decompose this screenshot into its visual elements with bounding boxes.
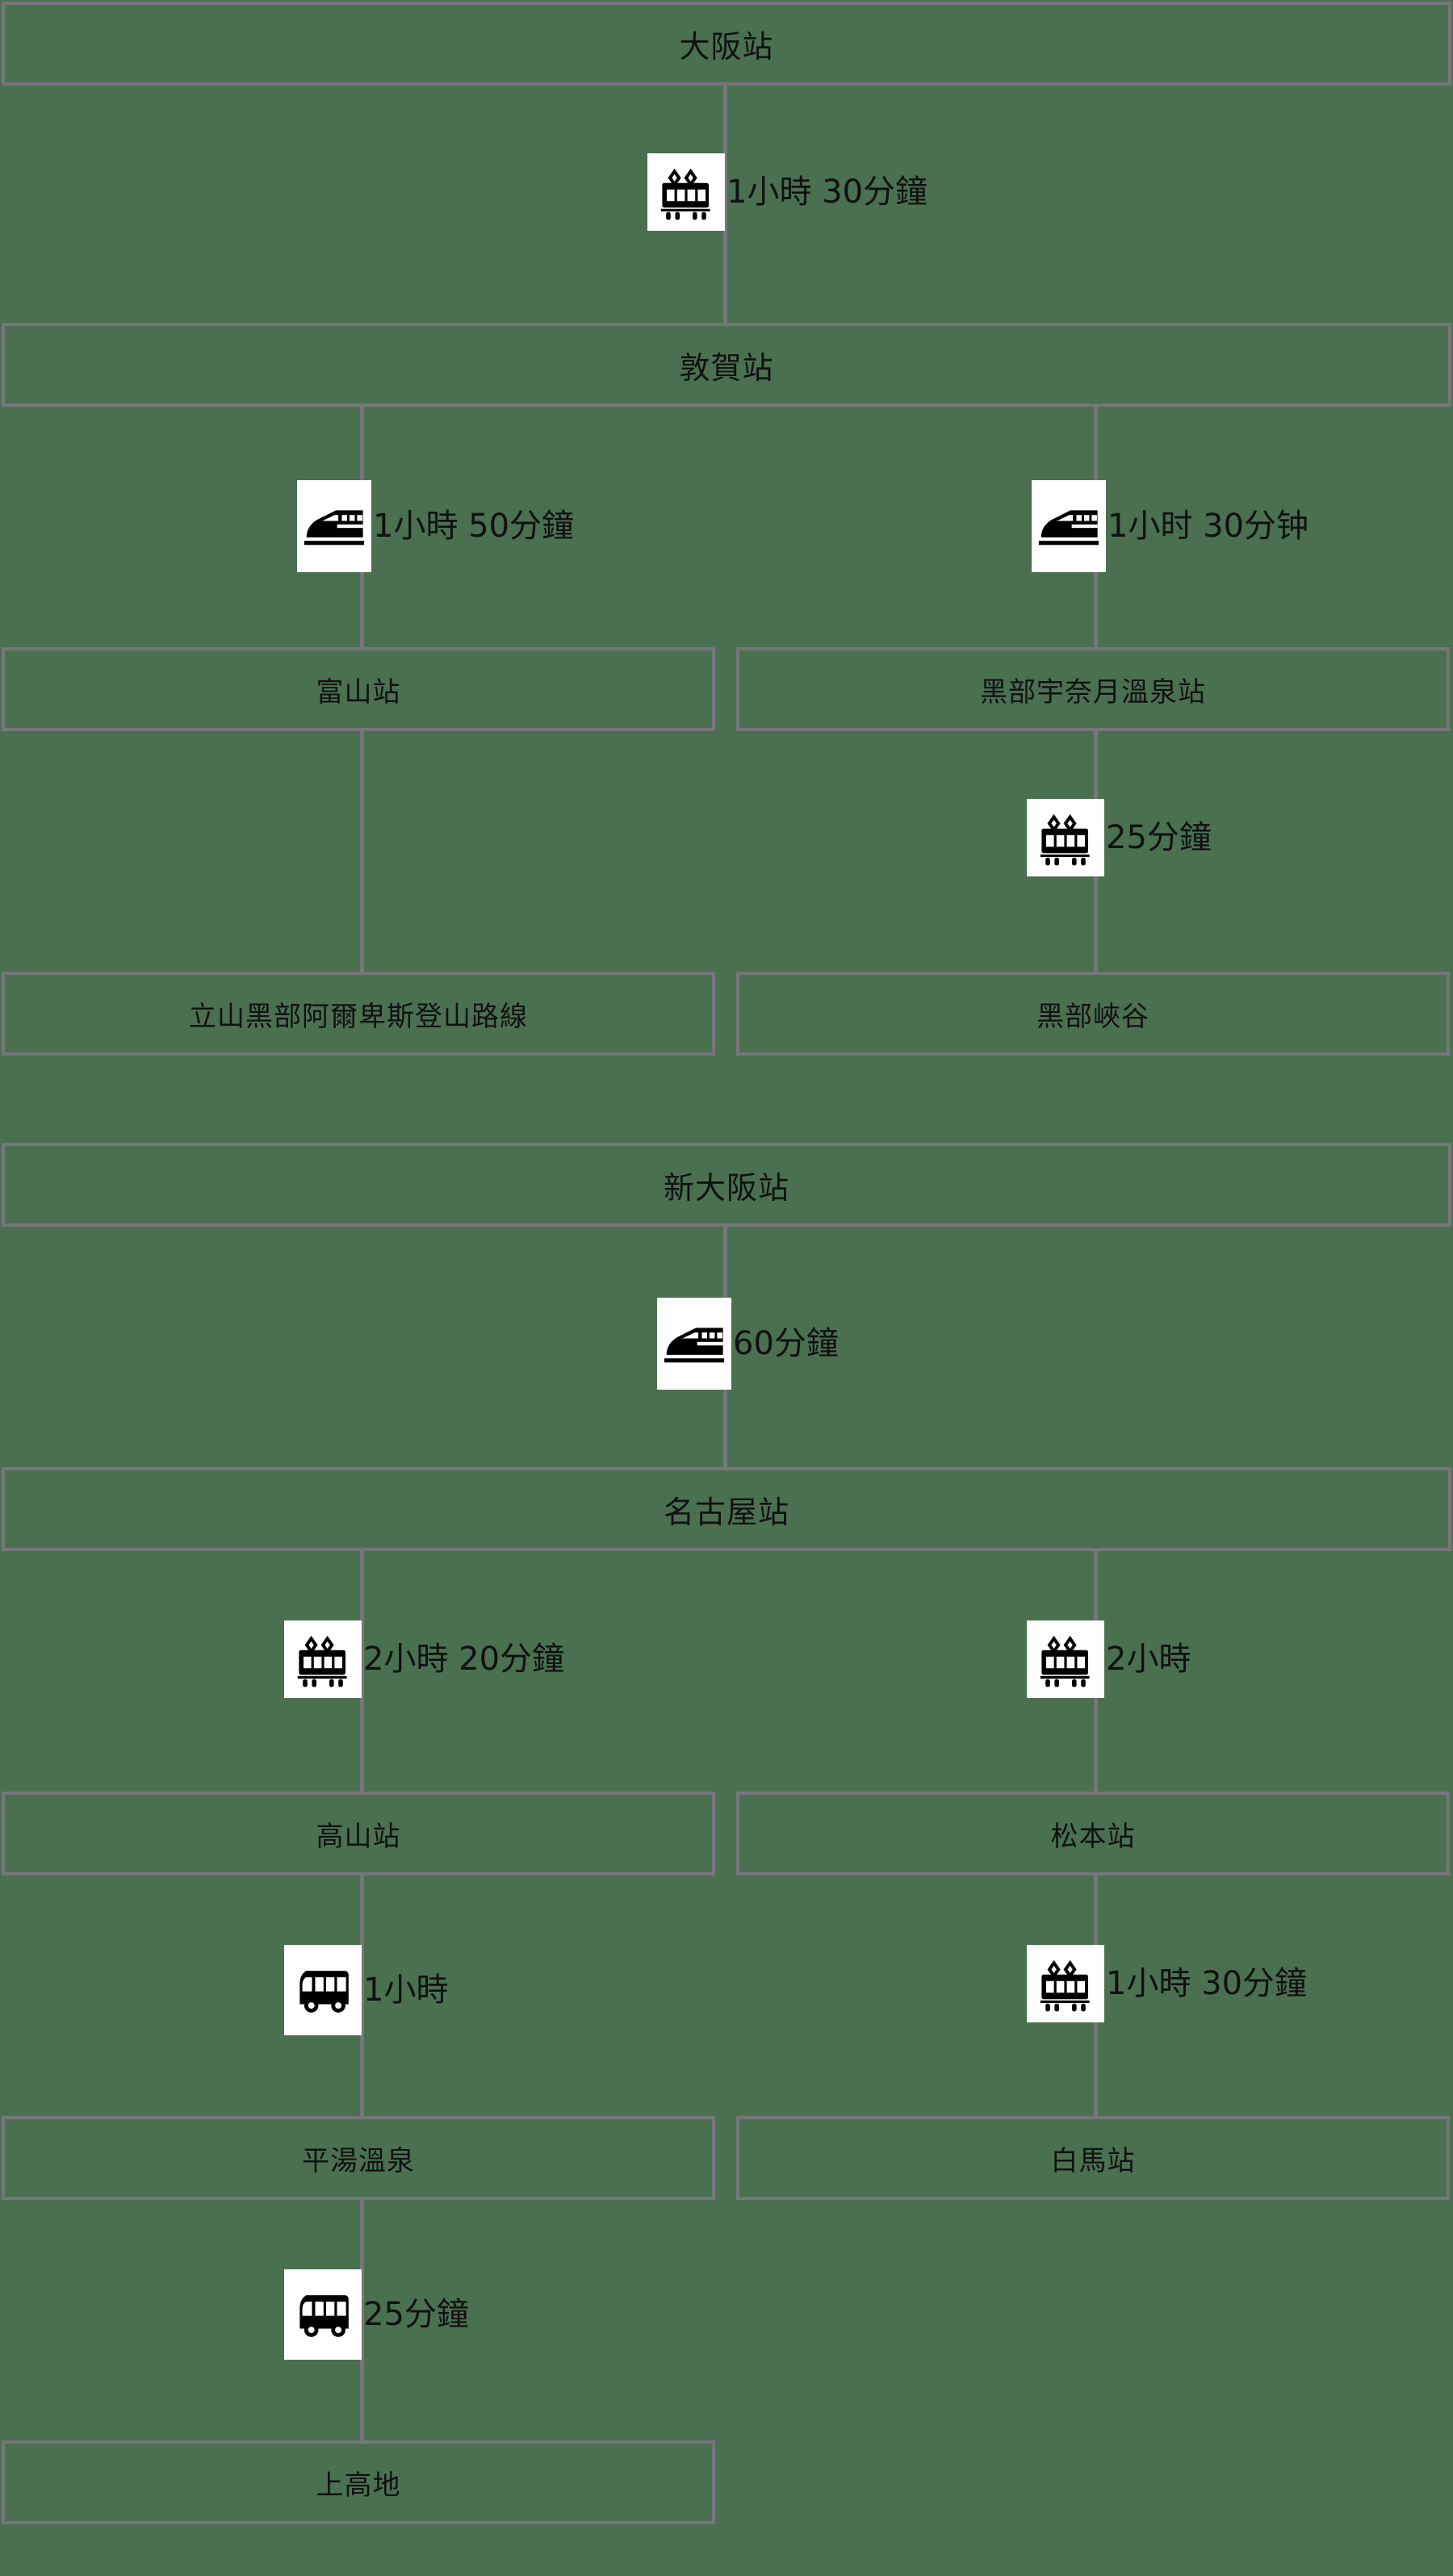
shinkansen-icon — [1032, 480, 1106, 572]
station-label: 立山黑部阿爾卑斯登山路線 — [189, 1000, 528, 1033]
station-label: 黑部峽谷 — [1036, 1000, 1149, 1033]
station-label: 白馬站 — [1050, 2144, 1136, 2177]
station-box-kurobe-gorge[interactable]: 黑部峽谷 — [736, 972, 1450, 1056]
station-box-takayama[interactable]: 高山站 — [2, 1792, 715, 1876]
leg-duration: 2小時 20分鐘 — [363, 1641, 565, 1678]
train-icon — [1027, 1620, 1104, 1698]
leg-duration: 1小時 — [363, 1972, 449, 2009]
leg-kurobe-unazuki-gorge[interactable]: 25分鐘 — [1027, 799, 1212, 876]
leg-takayama-hirayu[interactable]: 1小時 — [284, 1945, 448, 2035]
connector-nagoya-takayama — [360, 1551, 364, 1792]
bus-icon — [284, 2269, 362, 2360]
station-label: 平湯溫泉 — [302, 2144, 415, 2177]
station-box-shin-osaka[interactable]: 新大阪站 — [2, 1143, 1451, 1227]
station-box-kurobe-unazuki[interactable]: 黑部宇奈月溫泉站 — [736, 647, 1450, 731]
station-label: 松本站 — [1050, 1820, 1136, 1853]
station-label: 高山站 — [316, 1820, 401, 1853]
connector-toyama-tateyama — [360, 731, 364, 972]
station-box-nagoya[interactable]: 名古屋站 — [2, 1467, 1451, 1551]
train-icon — [1027, 799, 1104, 876]
station-box-kamikochi[interactable]: 上高地 — [2, 2440, 715, 2524]
leg-shin-osaka-nagoya[interactable]: 60分鐘 — [657, 1298, 839, 1390]
station-box-hirayu-onsen[interactable]: 平湯溫泉 — [2, 2116, 715, 2200]
station-box-toyama[interactable]: 富山站 — [2, 647, 715, 731]
leg-hirayu-kamikochi[interactable]: 25分鐘 — [284, 2269, 469, 2360]
station-box-hakuba[interactable]: 白馬站 — [736, 2116, 1450, 2200]
station-label: 黑部宇奈月溫泉站 — [980, 675, 1206, 709]
station-label: 富山站 — [316, 675, 401, 709]
leg-duration: 60分鐘 — [733, 1325, 839, 1362]
station-box-matsumoto[interactable]: 松本站 — [736, 1792, 1450, 1876]
leg-duration: 2小時 — [1106, 1641, 1191, 1678]
connector-osaka-tsuruga — [723, 86, 727, 323]
leg-duration: 1小時 30分鐘 — [726, 174, 928, 211]
train-icon — [647, 153, 725, 231]
shinkansen-icon — [297, 480, 371, 572]
leg-matsumoto-hakuba[interactable]: 1小時 30分鐘 — [1027, 1945, 1307, 2022]
train-icon — [1027, 1945, 1104, 2022]
station-box-tsuruga[interactable]: 敦賀站 — [2, 323, 1451, 407]
station-label: 上高地 — [316, 2469, 401, 2502]
station-label: 大阪站 — [679, 28, 774, 65]
leg-duration: 1小时 30分钟 — [1108, 508, 1309, 545]
bus-icon — [284, 1945, 362, 2035]
leg-duration: 1小時 30分鐘 — [1106, 1965, 1308, 2002]
leg-osaka-tsuruga[interactable]: 1小時 30分鐘 — [647, 153, 927, 231]
leg-nagoya-matsumoto[interactable]: 2小時 — [1027, 1620, 1191, 1698]
connector-hirayu-kamikochi — [360, 2200, 364, 2440]
station-box-tateyama-alpine[interactable]: 立山黑部阿爾卑斯登山路線 — [2, 972, 715, 1056]
station-label: 名古屋站 — [663, 1494, 789, 1530]
leg-tsuruga-toyama[interactable]: 1小時 50分鐘 — [297, 480, 574, 572]
station-box-osaka[interactable]: 大阪站 — [2, 2, 1451, 86]
train-icon — [284, 1620, 362, 1698]
shinkansen-icon — [657, 1298, 731, 1390]
leg-duration: 25分鐘 — [363, 2296, 469, 2333]
station-label: 敦賀站 — [679, 349, 774, 386]
leg-duration: 25分鐘 — [1106, 819, 1212, 856]
leg-duration: 1小時 50分鐘 — [373, 508, 575, 545]
station-label: 新大阪站 — [663, 1169, 789, 1206]
connector-takayama-hirayu — [360, 1876, 364, 2116]
leg-tsuruga-kurobe-unazuki[interactable]: 1小时 30分钟 — [1032, 480, 1309, 572]
leg-nagoya-takayama[interactable]: 2小時 20分鐘 — [284, 1620, 564, 1698]
